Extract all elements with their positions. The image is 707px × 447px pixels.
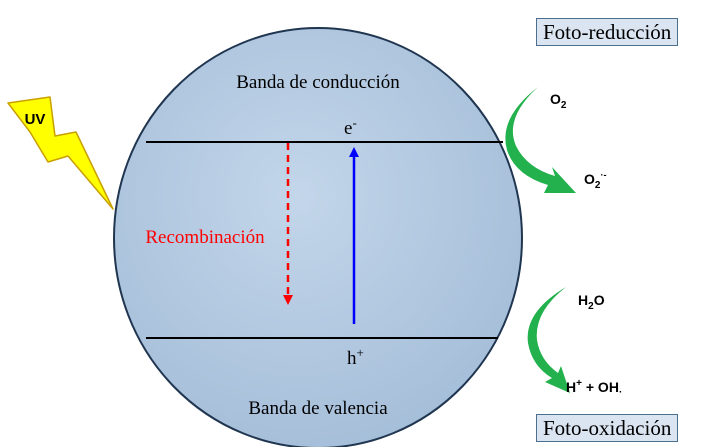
electron-sup: - [352,115,356,130]
o2-label: O2 [550,91,567,111]
o2-sub: 2 [561,100,567,111]
electron-label: e- [344,115,357,139]
hydroxyl-label: H+ + OH· [566,378,622,398]
o2-base: O [550,91,561,107]
superoxide-label: O2·- [584,170,606,191]
superoxide-sub: 2 [595,180,601,191]
hole-sup: + [357,345,364,360]
hole-label: h+ [347,345,364,369]
superoxide-base: O [584,171,595,187]
photo-reduction-box: Foto-reducción [536,18,679,46]
photo-oxidation-box: Foto-oxidación [536,414,679,442]
conduction-band-label: Banda de conducción [236,72,400,93]
hole-base: h [347,348,357,369]
reduction-curved-arrow [505,87,576,193]
h2o-h: H [578,292,588,308]
uv-label: UV [25,111,46,128]
valence-band-label: Banda de valencia [248,398,388,419]
photo-reduction-label: Foto-reducción [543,20,672,44]
electron-base: e [344,118,352,139]
uv-bolt-icon [7,96,114,210]
recombination-label: Recombinación [145,227,265,248]
h2o-label: H2O [578,292,605,312]
semiconductor-particle [113,27,523,447]
oxidation-curved-arrow [527,287,570,393]
h2o-o: O [594,292,605,308]
oh-dot: · [619,387,622,398]
photo-oxidation-label: Foto-oxidación [543,416,672,440]
h2o-sub: 2 [588,301,594,312]
oh-text: + OH [582,379,619,395]
hplus-h: H [566,379,576,395]
hplus-sup: + [576,378,582,389]
superoxide-sup: ·- [600,170,606,180]
